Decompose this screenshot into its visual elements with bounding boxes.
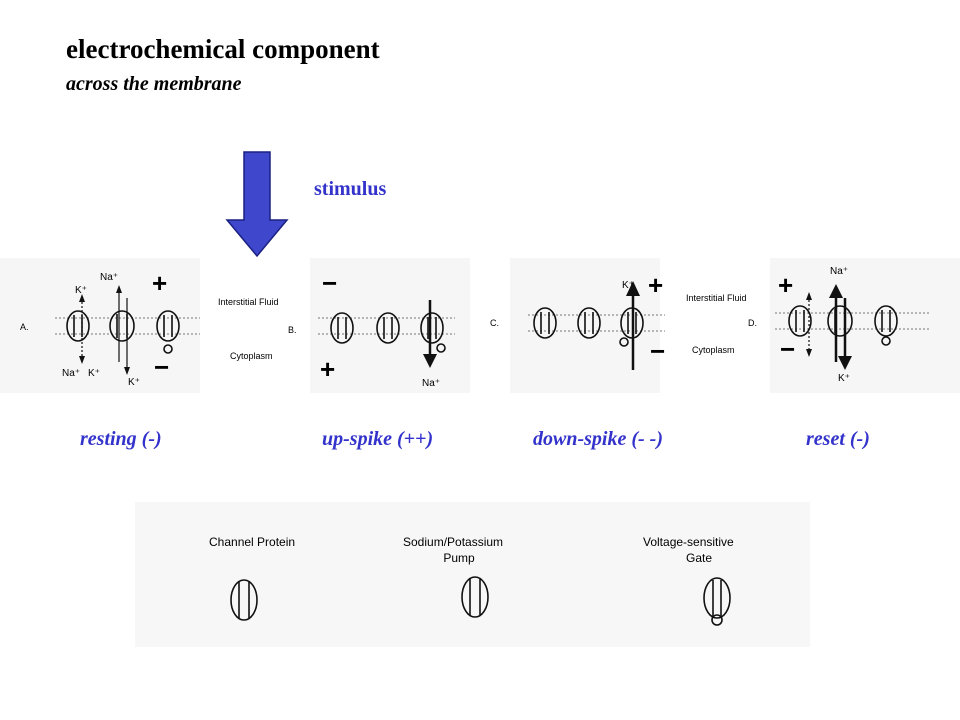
panel-a-top-sign: + [152, 268, 167, 298]
voltage-sensitive-gate-icon [703, 577, 731, 626]
fluid-label-interstitial-2: Interstitial Fluid [686, 293, 747, 303]
channel-protein-icon [230, 579, 258, 621]
state-label-down-spike: down-spike (- -) [533, 428, 663, 450]
legend-panel: Channel Protein Sodium/Potassium Pump Vo… [135, 502, 810, 647]
panel-a-left-bottom-ion-2: K⁺ [88, 368, 100, 379]
state-label-up-spike: up-spike (++) [322, 428, 434, 450]
panel-b-bottom-ion: Na⁺ [422, 378, 440, 389]
stimulus-arrow [225, 151, 289, 258]
legend-pump-label-2: Pump [443, 551, 475, 565]
panel-a-top-ion: Na⁺ [100, 272, 118, 283]
fluid-label-interstitial-1: Interstitial Fluid [218, 297, 279, 307]
legend-gate-label-1: Voltage-sensitive [643, 535, 734, 549]
panel-a-bottom-ion: K⁺ [128, 377, 140, 388]
panel-b-top-sign: − [322, 268, 337, 298]
legend-gate-label-2: Gate [686, 551, 712, 565]
stimulus-label: stimulus [314, 178, 387, 200]
panel-c-top-sign: + [648, 270, 663, 300]
panel-a-left-top-ion: K⁺ [75, 285, 87, 296]
subtitle: across the membrane [66, 73, 242, 95]
panel-a: A. Na⁺ K⁺ Na⁺ K⁺ K⁺ + − [20, 268, 180, 388]
panel-d-top-sign: + [778, 270, 793, 300]
panel-b: B. − + Na⁺ [288, 268, 446, 389]
state-label-resting: resting (-) [80, 428, 162, 450]
state-label-reset: reset (-) [806, 428, 870, 450]
fluid-label-cytoplasm-2: Cytoplasm [692, 345, 735, 355]
panel-d-bottom-sign: − [780, 334, 795, 364]
panel-b-letter: B. [288, 325, 297, 335]
panel-c-bottom-sign: − [650, 336, 665, 366]
sodium-potassium-pump-icon [461, 576, 489, 618]
panel-d: D. Na⁺ K⁺ + − [748, 266, 898, 384]
panel-c-top-ion: K⁺ [622, 280, 634, 291]
title: electrochemical component [66, 34, 380, 64]
legend-pump-label-1: Sodium/Potassium [403, 535, 503, 549]
panel-d-letter: D. [748, 318, 757, 328]
panel-c-letter: C. [490, 318, 499, 328]
panel-d-bottom-ion: K⁺ [838, 373, 850, 384]
membrane-diagram: A. Na⁺ K⁺ Na⁺ K⁺ K⁺ + − Interstitial Flu… [0, 258, 960, 393]
panel-a-left-bottom-ion-1: Na⁺ [62, 368, 80, 379]
fluid-label-cytoplasm-1: Cytoplasm [230, 351, 273, 361]
legend-channel-label: Channel Protein [209, 535, 295, 549]
panel-d-top-ion: Na⁺ [830, 266, 848, 277]
panel-b-bottom-sign: + [320, 354, 335, 384]
panel-a-bottom-sign: − [154, 352, 169, 382]
panel-c: C. K⁺ + − [490, 270, 665, 370]
panel-a-letter: A. [20, 322, 29, 332]
